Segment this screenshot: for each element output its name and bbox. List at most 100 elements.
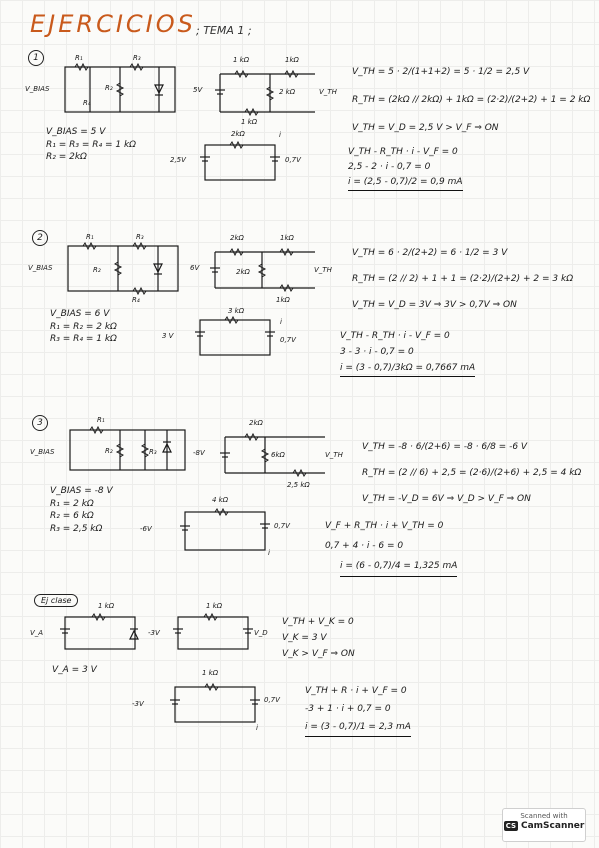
ej-clase-solution-a: V_TH + V_K = 0 V_K = 3 V V_K > V_F ⇒ ON: [282, 614, 355, 662]
ex3-given-line: R₁ = 2 kΩ: [50, 498, 94, 509]
exercise-3-thevenin-circuit: 2kΩ 6kΩ 2,5 kΩ -8V V_TH: [193, 419, 344, 489]
camscanner-name: CamScanner: [521, 821, 585, 831]
ex3-eq-07v: 0,7V: [274, 522, 291, 530]
ej-result: i = (3 - 0,7)/1 = 2,3 mA: [305, 718, 411, 737]
ex1-given-line: R₂ = 2kΩ: [46, 152, 87, 162]
ex1-solution-line: V_TH = 5 · 2/(1+1+2) = 5 · 1/2 = 2,5 V: [352, 67, 530, 77]
ex3-r3-label: R₃: [149, 448, 157, 456]
ex3-th-m8v: -8V: [193, 449, 206, 457]
ex2-eq-07v: 0,7V: [280, 336, 297, 344]
ej-clase-equivalent-circuit: 1 kΩ -3V 0,7V i: [132, 669, 281, 732]
ej-given-line: V_A = 3 V: [52, 665, 97, 675]
exercise-3-given: V_BIAS = -8 V R₁ = 2 kΩ R₂ = 6 kΩ R₃ = 2…: [50, 485, 113, 535]
ej-clase-solution-b: V_TH + R · i + V_F = 0 -3 + 1 · i + 0,7 …: [305, 682, 411, 737]
exercise-3-circuit: R₁ R₂ R₃ V_BIAS: [30, 416, 186, 471]
ex2-r1-label: R₁: [86, 233, 94, 241]
ex1-given-line: R₁ = R₃ = R₄ = 1 kΩ: [46, 139, 137, 150]
ex2-eq-i: i: [280, 318, 282, 326]
ex3-eq-4k: 4 kΩ: [212, 496, 229, 504]
ex1-eq-25v: 2,5V: [170, 156, 187, 164]
ej-solution-line: V_K > V_F ⇒ ON: [282, 649, 355, 659]
ex3-solution-line: V_F + R_TH · i + V_TH = 0: [325, 521, 444, 531]
ex1-th-2k: 2 kΩ: [279, 88, 296, 96]
exercise-2-solution-a: V_TH = 6 · 2/(2+2) = 6 · 1/2 = 3 V R_TH …: [352, 240, 573, 318]
ex2-given-line: V_BIAS = 6 V: [50, 309, 110, 319]
exercise-1-number: 1: [28, 50, 44, 66]
ex1-given-line: V_BIAS = 5 V: [46, 127, 106, 137]
ej-clase-label: Ej clase: [34, 594, 79, 607]
ex3-solution-line: R_TH = (2 // 6) + 2,5 = (2·6)/(2+6) + 2,…: [362, 468, 582, 478]
ej-clase-circuit: 1 kΩ V_A: [30, 602, 139, 650]
scanned-with-text: Scanned with: [520, 812, 568, 820]
ex2-solution-line: 3 - 3 · i - 0,7 = 0: [340, 347, 414, 357]
ej-solution-line: V_TH + R · i + V_F = 0: [305, 686, 407, 696]
ex3-th-25k: 2,5 kΩ: [287, 481, 310, 489]
ex3-solution-line: V_TH = -8 · 6/(2+6) = -8 · 6/8 = -6 V: [362, 442, 528, 452]
ex2-r3-label: R₃: [136, 233, 144, 241]
ex2-r4-label: R₄: [132, 296, 140, 304]
camscanner-watermark: Scanned with CS CamScanner: [502, 808, 586, 842]
ex2-th-1k: 1kΩ: [280, 234, 295, 242]
exercise-1-given: V_BIAS = 5 V R₁ = R₃ = R₄ = 1 kΩ R₂ = 2k…: [46, 126, 136, 164]
ex2-eq-3v: 3 V: [162, 332, 175, 340]
ex1-th-1k-c: 1 kΩ: [241, 118, 258, 126]
ex1-solution-line: V_TH - R_TH · i - V_F = 0: [348, 147, 458, 157]
exercise-1-solution-b: V_TH - R_TH · i - V_F = 0 2,5 - 2 · i - …: [348, 145, 463, 191]
ex1-eq-i: i: [279, 131, 281, 139]
exercise-1-equivalent-circuit: 2kΩ 2,5V 0,7V i: [170, 130, 302, 181]
ex2-solution-line: V_TH = V_D = 3V ⇒ 3V > 0,7V ⇒ ON: [352, 300, 517, 310]
ex1-r3-label: R₃: [133, 54, 141, 62]
ex1-eq-07v: 0,7V: [285, 156, 302, 164]
ex2-solution-line: V_TH = 6 · 2/(2+2) = 6 · 1/2 = 3 V: [352, 248, 508, 258]
ex1-vbias-label: V_BIAS: [25, 85, 50, 93]
ex2-th-1k-b: 1kΩ: [276, 296, 291, 304]
ex2-th-2k-a: 2kΩ: [230, 234, 245, 242]
ex2-th-vth: V_TH: [314, 266, 333, 274]
ex1-result: i = (2,5 - 0,7)/2 = 0,9 mA: [348, 175, 463, 191]
ex2-given-line: R₃ = R₄ = 1 kΩ: [50, 334, 117, 344]
exercise-2-number: 2: [32, 230, 48, 246]
exercise-3-number: 3: [32, 415, 48, 431]
ej-clase-circuit-2: 1 kΩ -3V V_D: [148, 602, 268, 650]
ej-m3v-a: -3V: [148, 629, 161, 637]
ej-eq-07v: 0,7V: [264, 696, 281, 704]
exercise-2-circuit: R₁ R₃ R₂ R₄ V_BIAS: [28, 233, 179, 304]
camscanner-brand: CS CamScanner: [503, 821, 585, 831]
exercise-3-solution-b: V_F + R_TH · i + V_TH = 0 0,7 + 4 · i - …: [325, 516, 458, 577]
ex3-given-line: R₂ = 6 kΩ: [50, 511, 94, 521]
ej-vd: V_D: [254, 629, 268, 637]
exercise-3-equivalent-circuit: 4 kΩ -6V 0,7V i: [140, 496, 291, 557]
ex2-eq-3k: 3 kΩ: [228, 307, 245, 315]
ex3-th-vth: V_TH: [325, 451, 344, 459]
exercise-2-solution-b: V_TH - R_TH · i - V_F = 0 3 - 3 · i - 0,…: [340, 328, 476, 377]
ej-r-b: 1 kΩ: [206, 602, 223, 610]
topic-label: ; TEMA 1 ;: [196, 24, 252, 37]
ex2-r2-label: R₂: [93, 266, 101, 274]
ex3-solution-line: 0,7 + 4 · i - 6 = 0: [325, 541, 404, 551]
ex2-given-line: R₁ = R₂ = 2 kΩ: [50, 321, 117, 332]
ex3-r2-label: R₂: [105, 447, 113, 455]
ex1-th-1k-a: 1 kΩ: [233, 56, 250, 64]
ex3-th-2k: 2kΩ: [249, 419, 264, 427]
exercise-1-solution-a: V_TH = 5 · 2/(1+1+2) = 5 · 1/2 = 2,5 V R…: [352, 58, 590, 142]
ex2-result: i = (3 - 0,7)/3kΩ = 0,7667 mA: [340, 360, 476, 377]
ex2-solution-line: R_TH = (2 // 2) + 1 + 1 = (2·2)/(2+2) + …: [352, 274, 574, 284]
ex2-vbias-label: V_BIAS: [28, 264, 53, 272]
exercise-2-thevenin-circuit: 2kΩ 1kΩ 2kΩ 1kΩ 6V V_TH: [190, 234, 333, 304]
exercise-2-given: V_BIAS = 6 V R₁ = R₂ = 2 kΩ R₃ = R₄ = 1 …: [50, 308, 117, 346]
ej-solution-line: V_K = 3 V: [282, 633, 327, 643]
ex3-given-line: V_BIAS = -8 V: [50, 486, 113, 496]
camscanner-logo-icon: CS: [503, 821, 518, 831]
ex1-th-vth: V_TH: [319, 88, 338, 96]
exercise-2-equivalent-circuit: 3 kΩ 3 V 0,7V i: [162, 307, 297, 356]
ex1-r2-label: R₂: [105, 84, 113, 92]
ex2-th-2k-b: 2kΩ: [236, 268, 251, 276]
ex3-given-line: R₃ = 2,5 kΩ: [50, 523, 103, 534]
ex3-vbias-label: V_BIAS: [30, 448, 55, 456]
ex3-th-6k: 6kΩ: [271, 451, 286, 459]
ej-r-c: 1 kΩ: [202, 669, 219, 677]
ej-va: V_A: [30, 629, 43, 637]
ex1-solution-line: R_TH = (2kΩ // 2kΩ) + 1kΩ = (2·2)/(2+2) …: [352, 95, 591, 105]
